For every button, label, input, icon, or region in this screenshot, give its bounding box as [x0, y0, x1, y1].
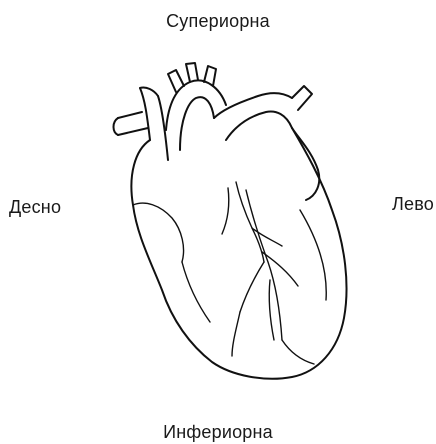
branch-left-top [118, 112, 142, 118]
branch-left-top-2 [118, 128, 148, 135]
left-ventricle-detail [300, 210, 326, 300]
coronary-branch-3 [240, 262, 264, 312]
coronary-branch-2 [262, 252, 298, 286]
left-atrium [292, 128, 319, 200]
apex-line [282, 340, 314, 364]
right-atrium [133, 203, 184, 262]
aortic-branch-2 [186, 63, 198, 82]
pulmonary-trunk-inner [226, 112, 292, 140]
apex-detail [232, 312, 240, 356]
interventricular-groove [246, 190, 282, 340]
branch-left-cap [114, 118, 119, 135]
aortic-arch-inner [180, 97, 214, 150]
coronary-branch-5 [222, 188, 229, 234]
right-ventricle-edge [182, 262, 210, 322]
heart-outline [131, 128, 346, 379]
superior-vena-cava [140, 88, 150, 140]
coronary-artery [236, 182, 264, 262]
pulmonary-artery-left [292, 86, 312, 110]
coronary-branch-4 [269, 280, 274, 340]
